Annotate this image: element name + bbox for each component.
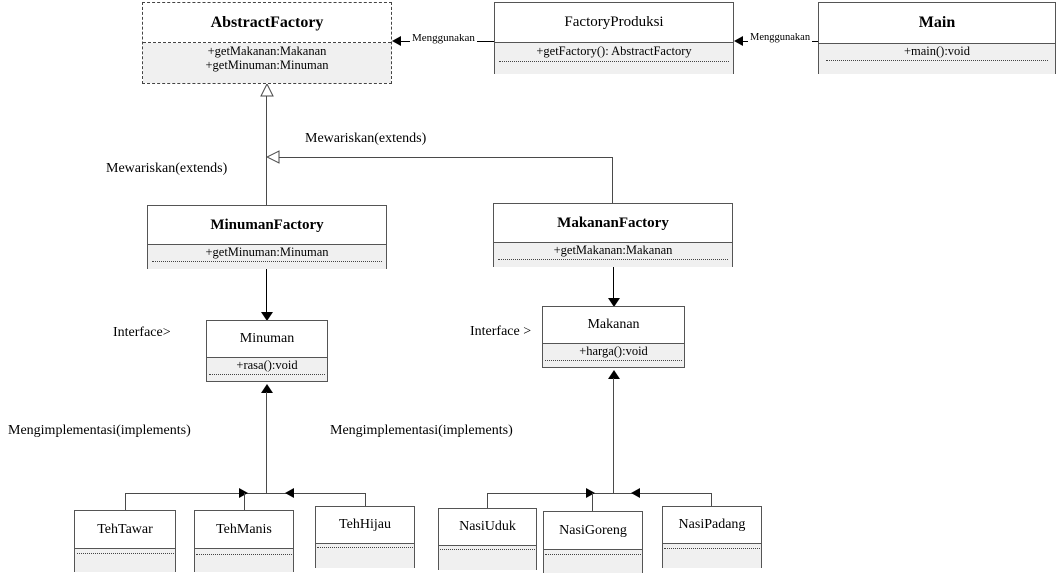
relationship-label-implements-minuman: Mengimplementasi(implements): [8, 423, 191, 438]
class-name-makanan: Makanan: [543, 307, 684, 344]
operation-separator: [208, 373, 326, 375]
class-operations-minuman: +rasa():void: [207, 358, 327, 381]
class-box-makanan-factory[interactable]: MakananFactory +getMakanan:Makanan: [493, 203, 733, 267]
implements-drop-nasi-goreng: [592, 493, 593, 511]
arrowhead-right-makanan-bus: [586, 488, 595, 498]
class-name-teh-manis: TehManis: [195, 511, 293, 549]
operation-separator: [545, 359, 682, 361]
implements-drop-nasi-uduk: [487, 493, 488, 508]
class-operations-abstract-factory: +getMakanan:Makanan +getMinuman:Minuman: [143, 43, 391, 83]
class-name-teh-hijau: TehHijau: [316, 507, 414, 544]
operation-item: +rasa():void: [236, 358, 298, 372]
class-name-factory-produksi: FactoryProduksi: [495, 3, 733, 43]
class-operations-main: +main():void: [819, 44, 1055, 74]
class-box-nasi-goreng[interactable]: NasiGoreng: [543, 511, 643, 573]
operation-item: +main():void: [903, 44, 971, 58]
operation-separator: [76, 553, 174, 554]
implements-drop-teh-tawar: [125, 493, 126, 510]
dependency-line-minumanfactory-to-minuman: [266, 269, 267, 314]
class-operations-nasi-padang: [663, 544, 761, 568]
class-operations-teh-manis: [195, 549, 293, 572]
class-box-teh-hijau[interactable]: TehHijau: [315, 506, 415, 568]
operation-separator: [151, 260, 383, 262]
operation-separator: [664, 548, 760, 549]
class-box-minuman[interactable]: Minuman +rasa():void: [206, 320, 328, 382]
arrowhead-left-makanan-bus: [631, 488, 640, 498]
operation-separator: [440, 549, 535, 550]
arrowhead-left-factoryproduksi: [734, 36, 743, 46]
inheritance-arrowhead-abstractfactory: [260, 84, 274, 97]
implements-bus-minuman-left: [125, 493, 266, 494]
class-operations-minuman-factory: +getMinuman:Minuman: [148, 245, 386, 269]
class-operations-teh-hijau: [316, 544, 414, 568]
class-box-nasi-uduk[interactable]: NasiUduk: [438, 508, 537, 570]
operation-separator: [545, 554, 641, 555]
implements-bus-makanan-left: [487, 493, 613, 494]
operation-item: +getMinuman:Minuman: [205, 245, 329, 259]
dependency-line-makananfactory-to-makanan: [613, 267, 614, 300]
implements-drop-nasi-padang: [711, 493, 712, 506]
class-name-nasi-padang: NasiPadang: [663, 507, 761, 544]
implements-drop-teh-manis: [244, 493, 245, 510]
class-box-teh-manis[interactable]: TehManis: [194, 510, 294, 572]
operation-item: +getFactory(): AbstractFactory: [536, 44, 692, 58]
class-box-minuman-factory[interactable]: MinumanFactory +getMinuman:Minuman: [147, 205, 387, 269]
class-name-abstract-factory: AbstractFactory: [143, 3, 391, 43]
relationship-label-implements-makanan: Mengimplementasi(implements): [330, 423, 513, 438]
class-operations-makanan: +harga():void: [543, 344, 684, 367]
interface-label-makanan: Interface >: [470, 324, 532, 339]
inheritance-line-makananfactory-horizontal: [279, 157, 612, 158]
operation-item: +getMinuman:Minuman: [205, 57, 329, 72]
implements-bus-minuman-right: [266, 493, 366, 494]
operation-separator: [497, 258, 729, 260]
implements-trunk-minuman: [266, 392, 267, 493]
operation-separator: [317, 547, 413, 548]
arrowhead-up-minuman-implements: [261, 384, 273, 393]
class-operations-teh-tawar: [75, 549, 175, 572]
implements-drop-teh-hijau: [365, 493, 366, 506]
class-name-teh-tawar: TehTawar: [75, 511, 175, 549]
operation-item: +harga():void: [579, 344, 648, 358]
operation-separator: [196, 554, 292, 555]
interface-label-minuman: Interface>: [113, 325, 171, 340]
relationship-label-mewariskan-makananfactory: Mewariskan(extends): [305, 131, 427, 146]
class-name-main: Main: [819, 3, 1055, 44]
operation-item: +getMakanan:Makanan: [207, 44, 327, 58]
class-operations-factory-produksi: +getFactory(): AbstractFactory: [495, 43, 733, 74]
arrowhead-down-makanan: [608, 298, 620, 307]
operation-separator: [826, 59, 1048, 61]
class-box-factory-produksi[interactable]: FactoryProduksi +getFactory(): AbstractF…: [494, 2, 734, 74]
class-name-makanan-factory: MakananFactory: [494, 204, 732, 243]
operation-item: +getMakanan:Makanan: [553, 243, 673, 257]
class-operations-makanan-factory: +getMakanan:Makanan: [494, 243, 732, 267]
arrowhead-left-abstractfactory: [392, 36, 401, 46]
arrowhead-left-minuman-bus: [285, 488, 294, 498]
arrowhead-right-minuman-bus: [239, 488, 248, 498]
arrowhead-down-minuman: [261, 312, 273, 321]
class-name-minuman-factory: MinumanFactory: [148, 206, 386, 245]
class-name-nasi-goreng: NasiGoreng: [544, 512, 642, 550]
class-box-makanan[interactable]: Makanan +harga():void: [542, 306, 685, 368]
implements-bus-makanan-right: [613, 493, 711, 494]
class-name-nasi-uduk: NasiUduk: [439, 509, 536, 546]
class-name-minuman: Minuman: [207, 321, 327, 358]
class-box-teh-tawar[interactable]: TehTawar: [74, 510, 176, 572]
class-operations-nasi-uduk: [439, 546, 536, 570]
relationship-label-menggunakan-abstractfactory: Menggunakan: [410, 32, 477, 44]
relationship-label-mewariskan-minumanfactory: Mewariskan(extends): [106, 161, 228, 176]
arrowhead-up-makanan-implements: [608, 370, 620, 379]
implements-trunk-makanan: [613, 378, 614, 493]
class-box-main[interactable]: Main +main():void: [818, 2, 1056, 74]
class-box-abstract-factory[interactable]: AbstractFactory +getMakanan:Makanan +get…: [142, 2, 392, 84]
inheritance-line-makananfactory-vertical: [612, 157, 613, 205]
class-operations-nasi-goreng: [544, 550, 642, 573]
class-box-nasi-padang[interactable]: NasiPadang: [662, 506, 762, 568]
relationship-label-menggunakan-factoryproduksi: Menggunakan: [748, 32, 813, 43]
inheritance-line-minumanfactory-to-abstractfactory: [266, 96, 267, 209]
operation-separator: [498, 60, 730, 62]
